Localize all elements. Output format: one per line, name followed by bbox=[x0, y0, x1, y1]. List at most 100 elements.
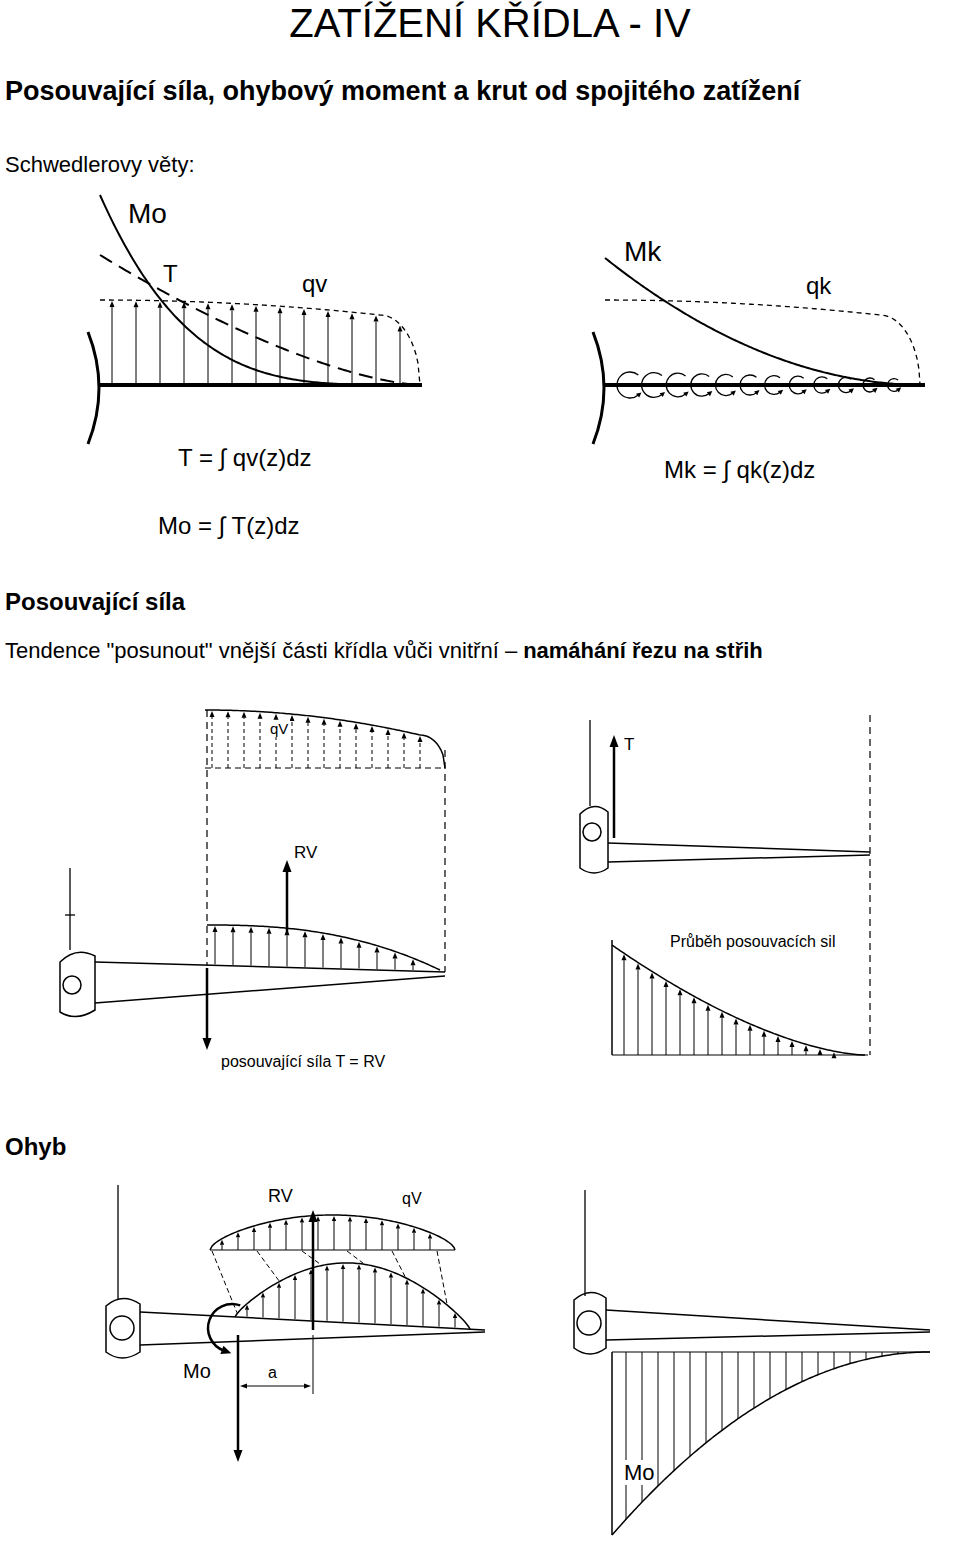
wall-clamp bbox=[593, 332, 604, 444]
load-arrow bbox=[292, 721, 293, 768]
torque-symbol bbox=[691, 374, 709, 396]
load-arrow-head bbox=[418, 736, 423, 742]
resultant-arrow bbox=[286, 872, 289, 935]
load-arrow bbox=[222, 1245, 223, 1250]
moment-hatch bbox=[898, 1352, 899, 1354]
load-arrow bbox=[228, 717, 229, 768]
load-arrow-head bbox=[258, 713, 263, 719]
load-arrow bbox=[233, 932, 234, 965]
load-arrow-head bbox=[277, 1283, 281, 1288]
torque-symbol-head bbox=[778, 390, 783, 395]
load-arrow bbox=[308, 723, 309, 768]
load-arrow bbox=[400, 331, 401, 383]
load-arrow bbox=[311, 1274, 312, 1320]
load-arrow-head bbox=[332, 1216, 336, 1221]
load-arrow bbox=[215, 932, 216, 964]
moment-hatch bbox=[802, 1352, 803, 1382]
resultant-arrow-head bbox=[283, 860, 292, 872]
moment-hatch bbox=[658, 1352, 659, 1486]
shear-diagram-arrow bbox=[750, 1031, 751, 1055]
tail-fin bbox=[589, 720, 590, 806]
load-arrow-head bbox=[396, 1224, 400, 1229]
force-label: RV bbox=[294, 843, 317, 863]
load-arrow bbox=[279, 1288, 280, 1318]
fuselage-section bbox=[583, 823, 601, 841]
shear-diagram-arrow bbox=[666, 987, 667, 1055]
load-arrow-head bbox=[393, 952, 398, 958]
load-arrow-head bbox=[249, 927, 254, 933]
load-arrow bbox=[254, 1232, 255, 1250]
load-arrow-head bbox=[341, 1264, 345, 1269]
shear-force-curve bbox=[100, 255, 420, 385]
load-label: qV bbox=[268, 720, 290, 737]
load-arrow bbox=[414, 1233, 415, 1250]
load-arrow bbox=[160, 308, 161, 383]
formula: Mo = ∫ T(z)dz bbox=[158, 512, 300, 540]
shear-diagram-arrow-head bbox=[706, 1005, 711, 1011]
torque-symbol-head bbox=[730, 391, 735, 396]
torque-symbol-head bbox=[896, 387, 901, 392]
load-arrow bbox=[136, 307, 137, 383]
load-arrow bbox=[376, 322, 377, 383]
load-arrow-head bbox=[374, 316, 379, 322]
fuselage bbox=[580, 806, 608, 873]
load-arrow-head bbox=[370, 726, 375, 732]
load-arrow-head bbox=[293, 1275, 297, 1280]
load-arrow-head bbox=[373, 1267, 377, 1272]
projection-line bbox=[206, 710, 207, 965]
load-arrow-head bbox=[220, 1240, 224, 1245]
moment-label: Mo bbox=[183, 1360, 211, 1383]
moment-hatch bbox=[690, 1352, 691, 1456]
load-arrow bbox=[430, 1238, 431, 1250]
load-arrow-head bbox=[303, 931, 308, 937]
fuselage-section bbox=[577, 1311, 601, 1335]
shear-arrow bbox=[237, 1335, 240, 1450]
moment-hatch bbox=[866, 1352, 867, 1359]
load-arrow-head bbox=[364, 1218, 368, 1223]
load-arrow bbox=[304, 315, 305, 383]
fuselage bbox=[574, 1292, 606, 1354]
dimension-line bbox=[247, 1386, 276, 1387]
load-arrow bbox=[263, 1298, 264, 1318]
load-label: qV bbox=[400, 1190, 424, 1208]
force-note: posouvající síla T = RV bbox=[221, 1053, 385, 1071]
load-arrow bbox=[244, 718, 245, 768]
load-arrow bbox=[212, 717, 213, 768]
load-arrow-head bbox=[350, 313, 355, 319]
moment-arrow bbox=[208, 1304, 240, 1351]
curve-label: Mk bbox=[624, 236, 661, 268]
rotation-line bbox=[437, 1251, 447, 1304]
rotation-line bbox=[302, 1251, 321, 1265]
load-arrow-head bbox=[158, 302, 163, 308]
wing-outline bbox=[95, 962, 445, 972]
load-arrow bbox=[323, 940, 324, 967]
load-arrow bbox=[270, 1228, 271, 1250]
moment-hatch bbox=[786, 1352, 787, 1390]
shear-diagram-arrow-head bbox=[636, 964, 641, 970]
projection-line bbox=[869, 715, 870, 1055]
shear-diagram-arrow-head bbox=[832, 1052, 837, 1058]
description-emphasis: namáhání řezu na střih bbox=[523, 638, 763, 663]
torque-symbol-head bbox=[660, 392, 665, 397]
shear-arrow-head bbox=[203, 1038, 212, 1050]
load-arrow bbox=[382, 1225, 383, 1250]
wall-clamp bbox=[88, 332, 99, 444]
load-arrow bbox=[388, 735, 389, 768]
projection-line bbox=[444, 750, 445, 972]
torque-symbol-head bbox=[754, 390, 759, 395]
load-arrow-head bbox=[210, 711, 215, 717]
load-arrow-head bbox=[437, 1300, 441, 1305]
load-arrow bbox=[366, 1223, 367, 1250]
moment-hatch bbox=[722, 1352, 723, 1430]
load-arrow-head bbox=[206, 303, 211, 309]
subtitle: Posouvající síla, ohybový moment a krut … bbox=[5, 76, 800, 107]
load-arrow bbox=[341, 943, 342, 968]
load-arrow bbox=[112, 307, 113, 383]
load-arrow-head bbox=[357, 1265, 361, 1270]
load-arrow bbox=[295, 1280, 296, 1319]
curve-label: T bbox=[163, 260, 178, 288]
formula: T = ∫ qv(z)dz bbox=[178, 444, 312, 472]
load-curve bbox=[205, 710, 445, 768]
torque-symbol bbox=[740, 375, 756, 395]
load-arrow-head bbox=[226, 711, 231, 717]
